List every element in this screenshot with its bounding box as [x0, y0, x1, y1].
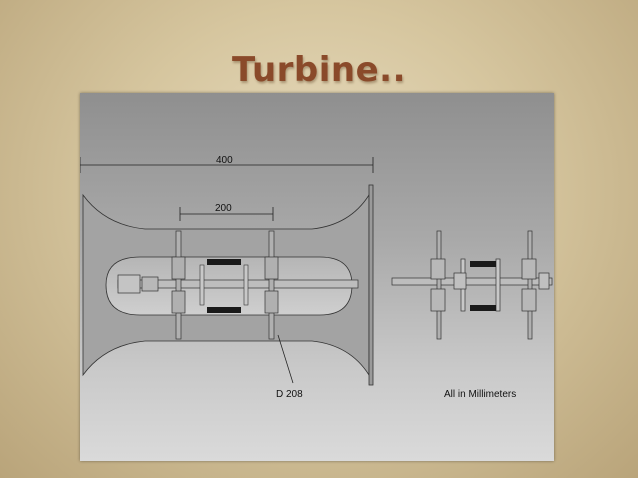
engineering-drawing-panel: 400 200 [80, 93, 554, 461]
turbine-drawing: 400 200 [80, 155, 553, 400]
generator-magnets-side [199, 259, 249, 313]
dimension-200-label: 200 [215, 203, 232, 214]
main-shaft [117, 274, 359, 294]
dimension-400 [80, 157, 374, 173]
diameter-label: D 208 [276, 389, 303, 400]
diameter-leader-line [277, 334, 294, 384]
slide-title: Turbine.. [231, 50, 407, 90]
dimension-400-label: 400 [216, 155, 233, 166]
rotor-blades-side [171, 230, 279, 340]
dimension-200 [179, 207, 274, 221]
duct-flange [368, 184, 374, 386]
units-note: All in Millimeters [444, 389, 516, 400]
turbine-end-view [391, 230, 553, 340]
